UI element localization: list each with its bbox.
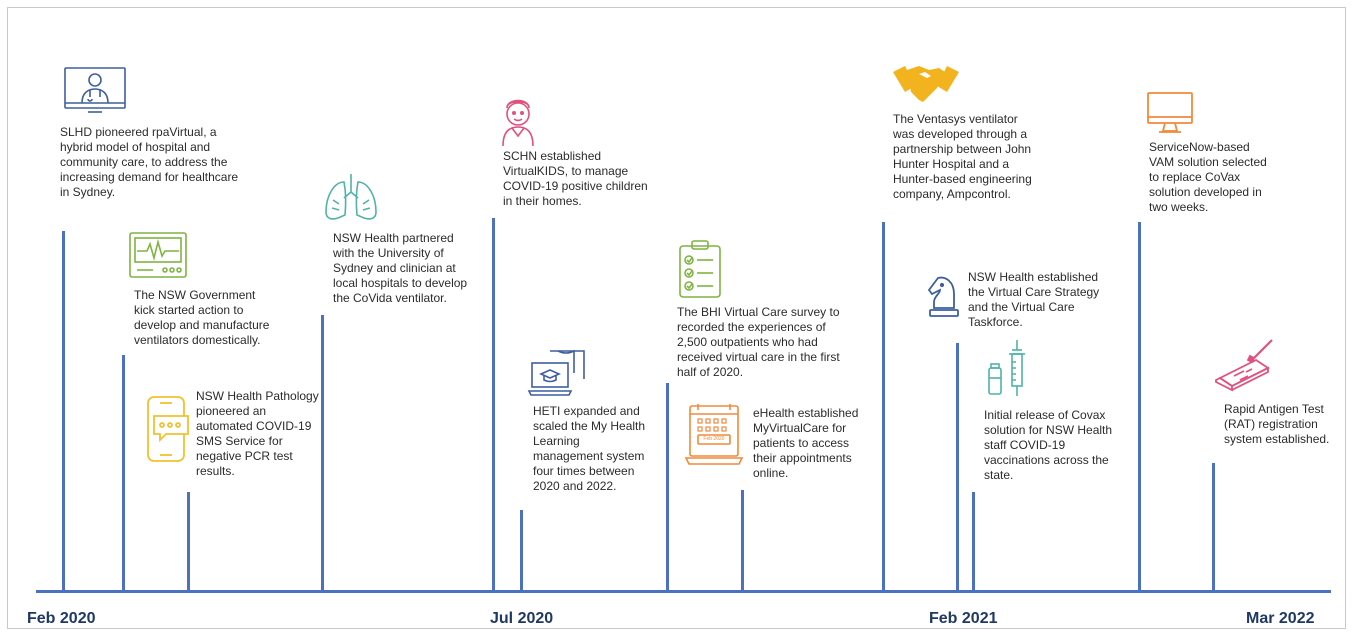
lungs-icon: [324, 172, 378, 222]
event-stem: [492, 218, 495, 592]
laptop-learning-icon: [527, 349, 586, 397]
event-text-covax: Initial release of Covax solution for NS…: [984, 408, 1113, 482]
rapid-antigen-test-icon: [1214, 338, 1274, 392]
event-text-covida: NSW Health partnered with the University…: [333, 231, 468, 305]
monitor-icon: [1147, 92, 1193, 134]
clipboard-checklist-icon: [679, 240, 721, 298]
event-stem: [741, 490, 744, 592]
date-label-feb-2021: Feb 2021: [929, 610, 998, 627]
chess-knight-icon: [926, 274, 960, 318]
event-text-ventilators-domestic: The NSW Government kick started action t…: [134, 288, 270, 347]
event-stem: [321, 315, 324, 592]
timeline-frame: [7, 7, 1346, 629]
doctor-on-screen-icon: [64, 67, 126, 113]
chat-phone-icon: [144, 396, 190, 462]
event-stem: [62, 231, 65, 592]
event-text-rpavirtual: SLHD pioneered rpaVirtual, a hybrid mode…: [60, 125, 239, 199]
event-text-virtualkids: SCHN established VirtualKIDS, to manage …: [503, 149, 648, 208]
handshake-icon: [893, 62, 959, 106]
date-label-jul-2020: Jul 2020: [490, 610, 554, 627]
event-stem: [882, 222, 885, 592]
timeline-axis: [36, 590, 1331, 593]
event-stem: [520, 510, 523, 592]
event-text-bhi-survey: The BHI Virtual Care survey to recorded …: [677, 305, 840, 379]
vaccine-syringe-icon: [987, 340, 1029, 398]
event-text-myvirtualcare: eHealth established MyVirtualCare for pa…: [753, 406, 859, 480]
child-icon: [499, 94, 537, 148]
event-text-heti: HETI expanded and scaled the My Health L…: [533, 404, 646, 493]
event-stem: [972, 492, 975, 592]
event-text-sms-service: NSW Health Pathology pioneered an automa…: [196, 389, 319, 478]
event-text-ventasys: The Ventasys ventilator was developed th…: [893, 112, 1032, 201]
event-stem: [122, 355, 125, 592]
event-stem: [1138, 222, 1141, 592]
event-stem: [187, 492, 190, 592]
event-text-servicenow: ServiceNow-based VAM solution selected t…: [1149, 140, 1267, 214]
event-text-rat-registration: Rapid Antigen Test (RAT) registration sy…: [1224, 402, 1330, 446]
heart-monitor-icon: [129, 232, 187, 278]
event-stem: [1212, 463, 1215, 592]
calendar-label: Feb 2020: [703, 436, 725, 442]
event-stem: [956, 343, 959, 592]
calendar-laptop-icon: Feb 2020: [684, 404, 744, 466]
event-stem: [666, 383, 669, 592]
date-label-feb-2020: Feb 2020: [27, 610, 96, 627]
event-text-virtual-care-strategy: NSW Health established the Virtual Care …: [968, 270, 1100, 329]
date-label-mar-2022: Mar 2022: [1246, 610, 1315, 627]
